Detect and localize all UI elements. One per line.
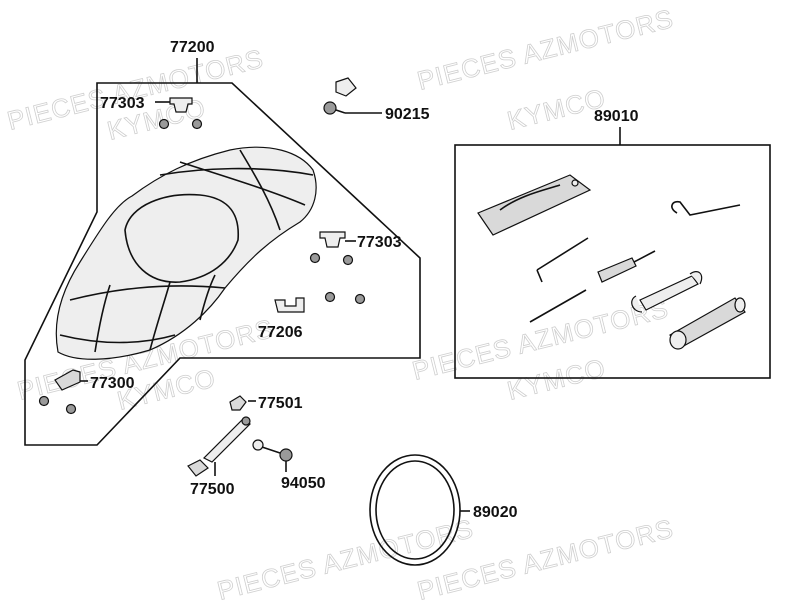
nut-icon [191,118,203,130]
nut-icon [354,293,366,305]
watermark-text: KYMCO [504,352,609,405]
tool-kit-drawing [477,174,746,350]
seat-lock-cable-77500 [187,416,252,477]
bumper-77303-top [169,97,193,113]
callout-label: 77303 [357,234,402,251]
rubber-77300 [54,369,81,391]
strap-89020 [369,454,461,566]
seat-group-outline [24,82,421,446]
callout-label: 89010 [594,108,639,125]
bumper-77303-mid [319,231,346,248]
stopper-77206 [274,297,305,313]
nut-icon [342,254,354,266]
seat-assembly-drawing [55,146,317,360]
callout-label: 77500 [190,481,235,498]
callout-label: 94050 [281,475,326,492]
tool-kit-box [454,144,771,379]
nut-icon [324,291,336,303]
nut-94050 [252,439,293,462]
nut-icon [65,403,77,415]
callout-label: 77300 [90,375,135,392]
callout-label: 77206 [258,324,303,341]
callout-label: 77200 [170,39,215,56]
callout-label: 90215 [385,106,430,123]
callout-label: 77303 [100,95,145,112]
bolt-90215 [323,77,357,115]
callout-label: 77501 [258,395,303,412]
latch-hook-77501 [229,395,247,411]
watermark-text: PIECES AZMOTORS [414,3,676,96]
nut-icon [38,395,50,407]
nut-icon [309,252,321,264]
nut-icon [158,118,170,130]
callout-label: 89020 [473,504,518,521]
